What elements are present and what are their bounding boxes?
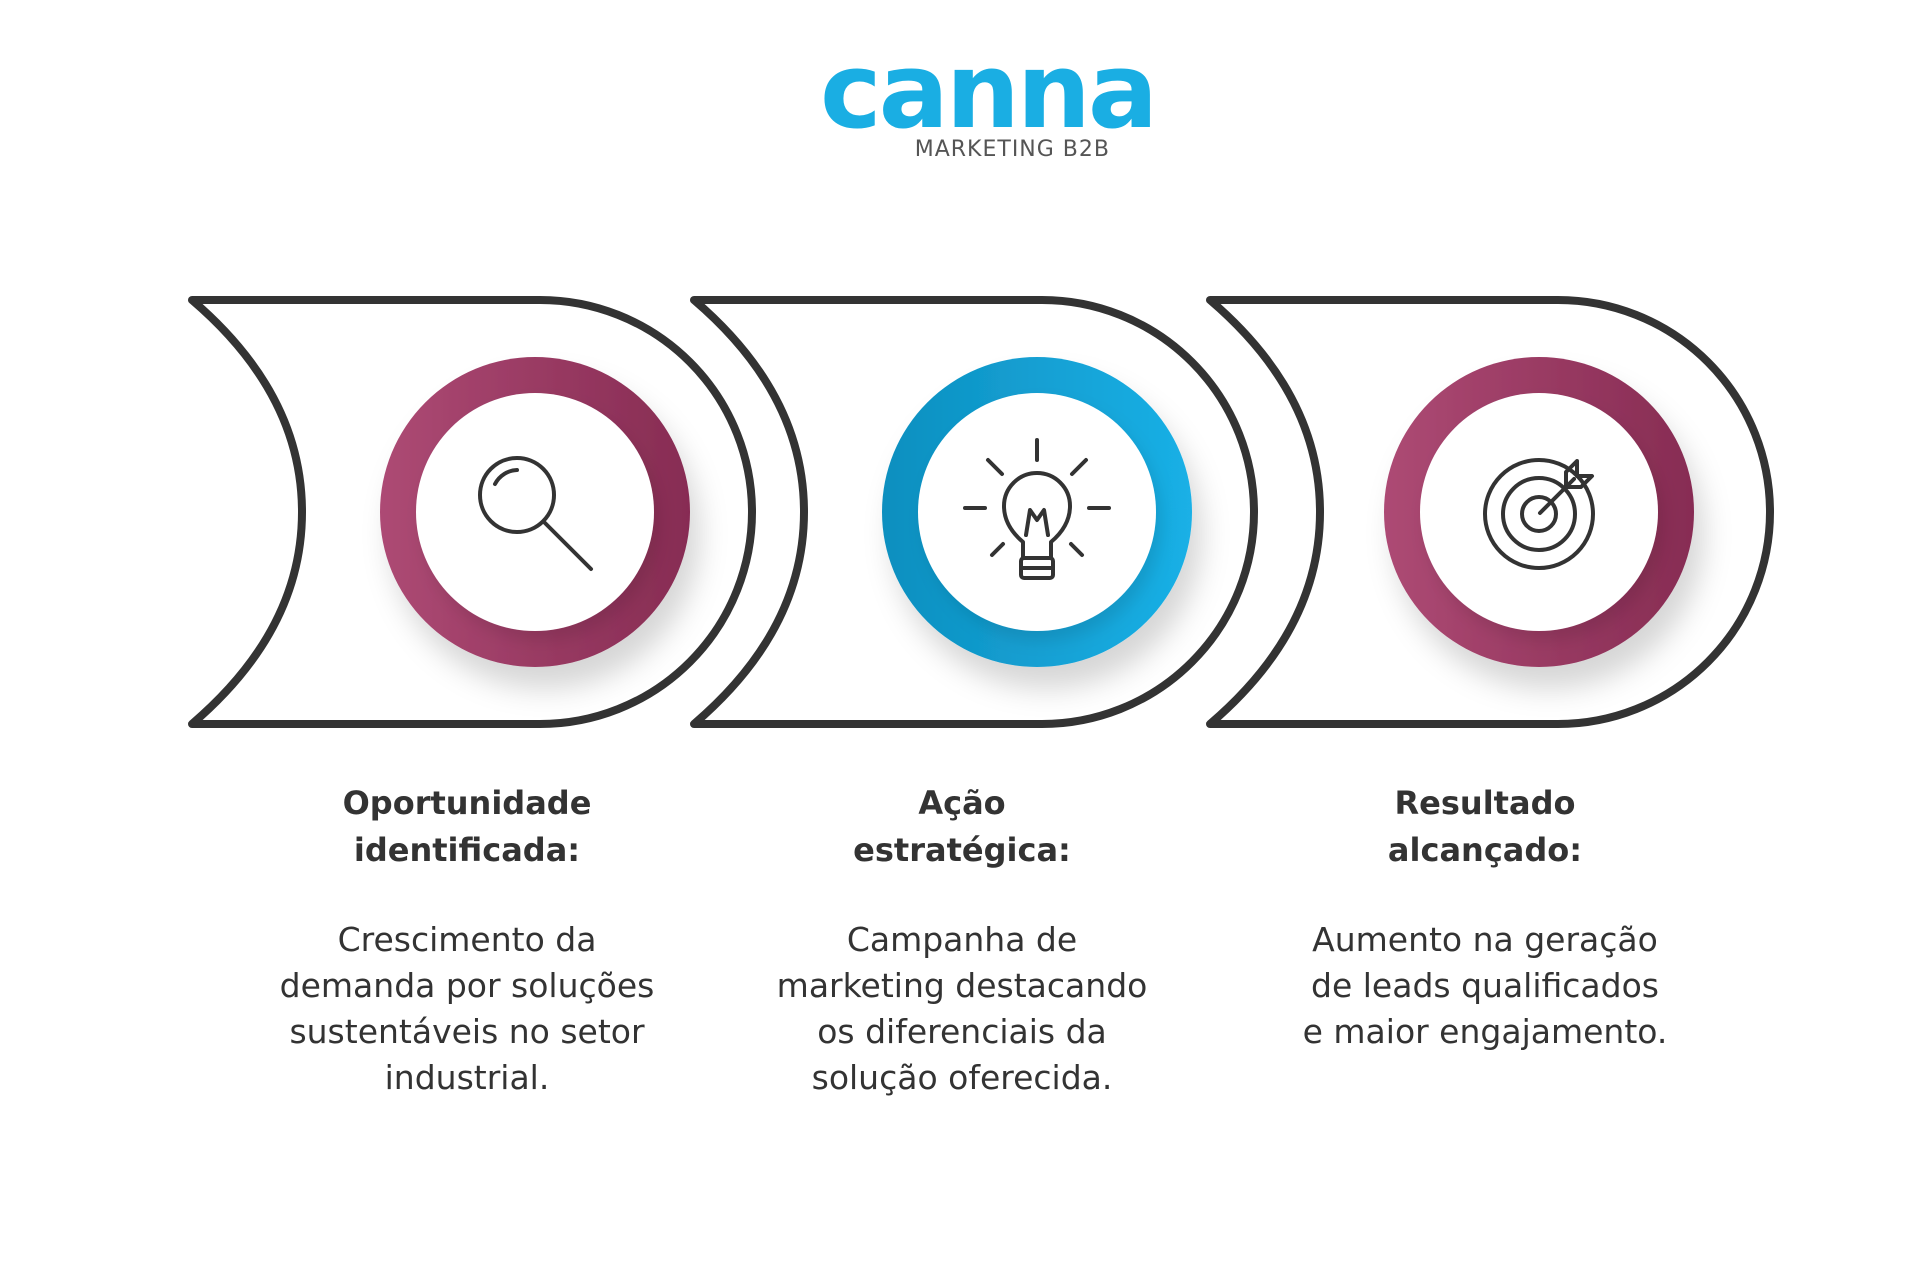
- step-1-title: Oportunidade identificada:: [227, 780, 707, 874]
- step-3-desc-line: Aumento na geração: [1312, 920, 1658, 959]
- step-2-desc-line: solução oferecida.: [811, 1058, 1113, 1097]
- step-3-desc-line: de leads qualificados: [1311, 966, 1659, 1005]
- step-2-title-line: Ação: [918, 784, 1006, 822]
- step-1-desc-line: sustentáveis no setor: [289, 1012, 645, 1051]
- step-3-desc-line: e maior engajamento.: [1302, 1012, 1668, 1051]
- step-1-desc-line: industrial.: [384, 1058, 550, 1097]
- brand-logo: canna MARKETING B2B: [820, 34, 1158, 170]
- step-1-title-line: identificada:: [353, 831, 581, 869]
- step-2-desc-line: Campanha de: [846, 920, 1078, 959]
- logo-tagline: MARKETING B2B: [914, 137, 1110, 162]
- magnifier-icon: [478, 456, 593, 571]
- step-1-desc-line: demanda por soluções: [279, 966, 655, 1005]
- step-1-ring: [380, 357, 690, 667]
- step-1-desc-line: Crescimento da: [337, 920, 597, 959]
- logo-wordmark: canna: [820, 30, 1158, 152]
- step-3-description: Aumento na geração de leads qualificados…: [1245, 917, 1725, 1055]
- step-2-title: Ação estratégica:: [722, 780, 1202, 874]
- target-icon: [1483, 458, 1595, 570]
- step-2-desc-line: marketing destacando: [776, 966, 1148, 1005]
- step-2-description: Campanha de marketing destacando os dife…: [722, 917, 1202, 1101]
- step-1-title-line: Oportunidade: [342, 784, 592, 822]
- step-2-ring: [882, 357, 1192, 667]
- step-3-title-line: Resultado: [1394, 784, 1576, 822]
- step-1-description: Crescimento da demanda por soluções sust…: [227, 917, 707, 1101]
- step-2-title-line: estratégica:: [853, 831, 1071, 869]
- step-3-title-line: alcançado:: [1387, 831, 1583, 869]
- step-2-desc-line: os diferenciais da: [817, 1012, 1107, 1051]
- lightbulb-icon: [963, 438, 1111, 580]
- step-3-title: Resultado alcançado:: [1245, 780, 1725, 874]
